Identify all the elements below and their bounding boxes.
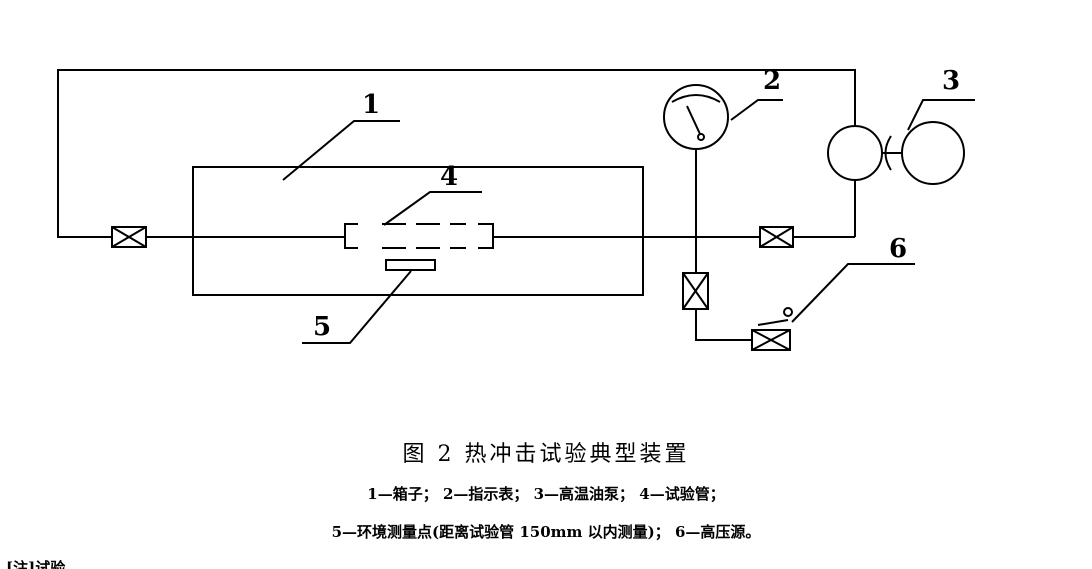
- label-5-measuring-point: 5: [313, 312, 331, 342]
- pipe-to-pressure-source: [695, 309, 752, 341]
- leader-5: [302, 270, 412, 344]
- high-temperature-oil-pump: [827, 121, 965, 185]
- gauge-needle: [686, 105, 701, 135]
- cut-off-text: [注]试验: [6, 559, 66, 569]
- valve-left: [111, 226, 147, 248]
- legend-line-2: 5—环境测量点(距离试验管 150mm 以内测量)； 6—高压源。: [331, 523, 761, 541]
- label-6-pressure-source: 6: [889, 234, 907, 264]
- leader-3: [907, 99, 975, 131]
- high-pressure-source: [751, 307, 793, 351]
- test-tube: [344, 223, 494, 249]
- leader-6: [791, 263, 915, 323]
- leader-4: [383, 191, 482, 226]
- outer-loop-pipe: [57, 69, 856, 238]
- box: [192, 166, 644, 296]
- label-3-pump: 3: [942, 66, 960, 96]
- valve-right: [759, 226, 794, 248]
- valve-vertical: [682, 272, 709, 310]
- figure-title: 图 2 热冲击试验典型装置: [402, 442, 690, 467]
- label-4-test-tube: 4: [440, 162, 458, 192]
- leader-2: [730, 99, 783, 121]
- gauge-scale-arc: [671, 94, 721, 103]
- legend-line-1: 1—箱子； 2—指示表； 3—高温油泵； 4—试验管；: [367, 485, 725, 503]
- leader-1: [282, 120, 400, 181]
- gauge-pivot: [697, 133, 705, 141]
- label-2-indicator: 2: [763, 66, 781, 96]
- label-1-box: 1: [362, 90, 380, 120]
- ambient-measuring-point: [385, 259, 436, 271]
